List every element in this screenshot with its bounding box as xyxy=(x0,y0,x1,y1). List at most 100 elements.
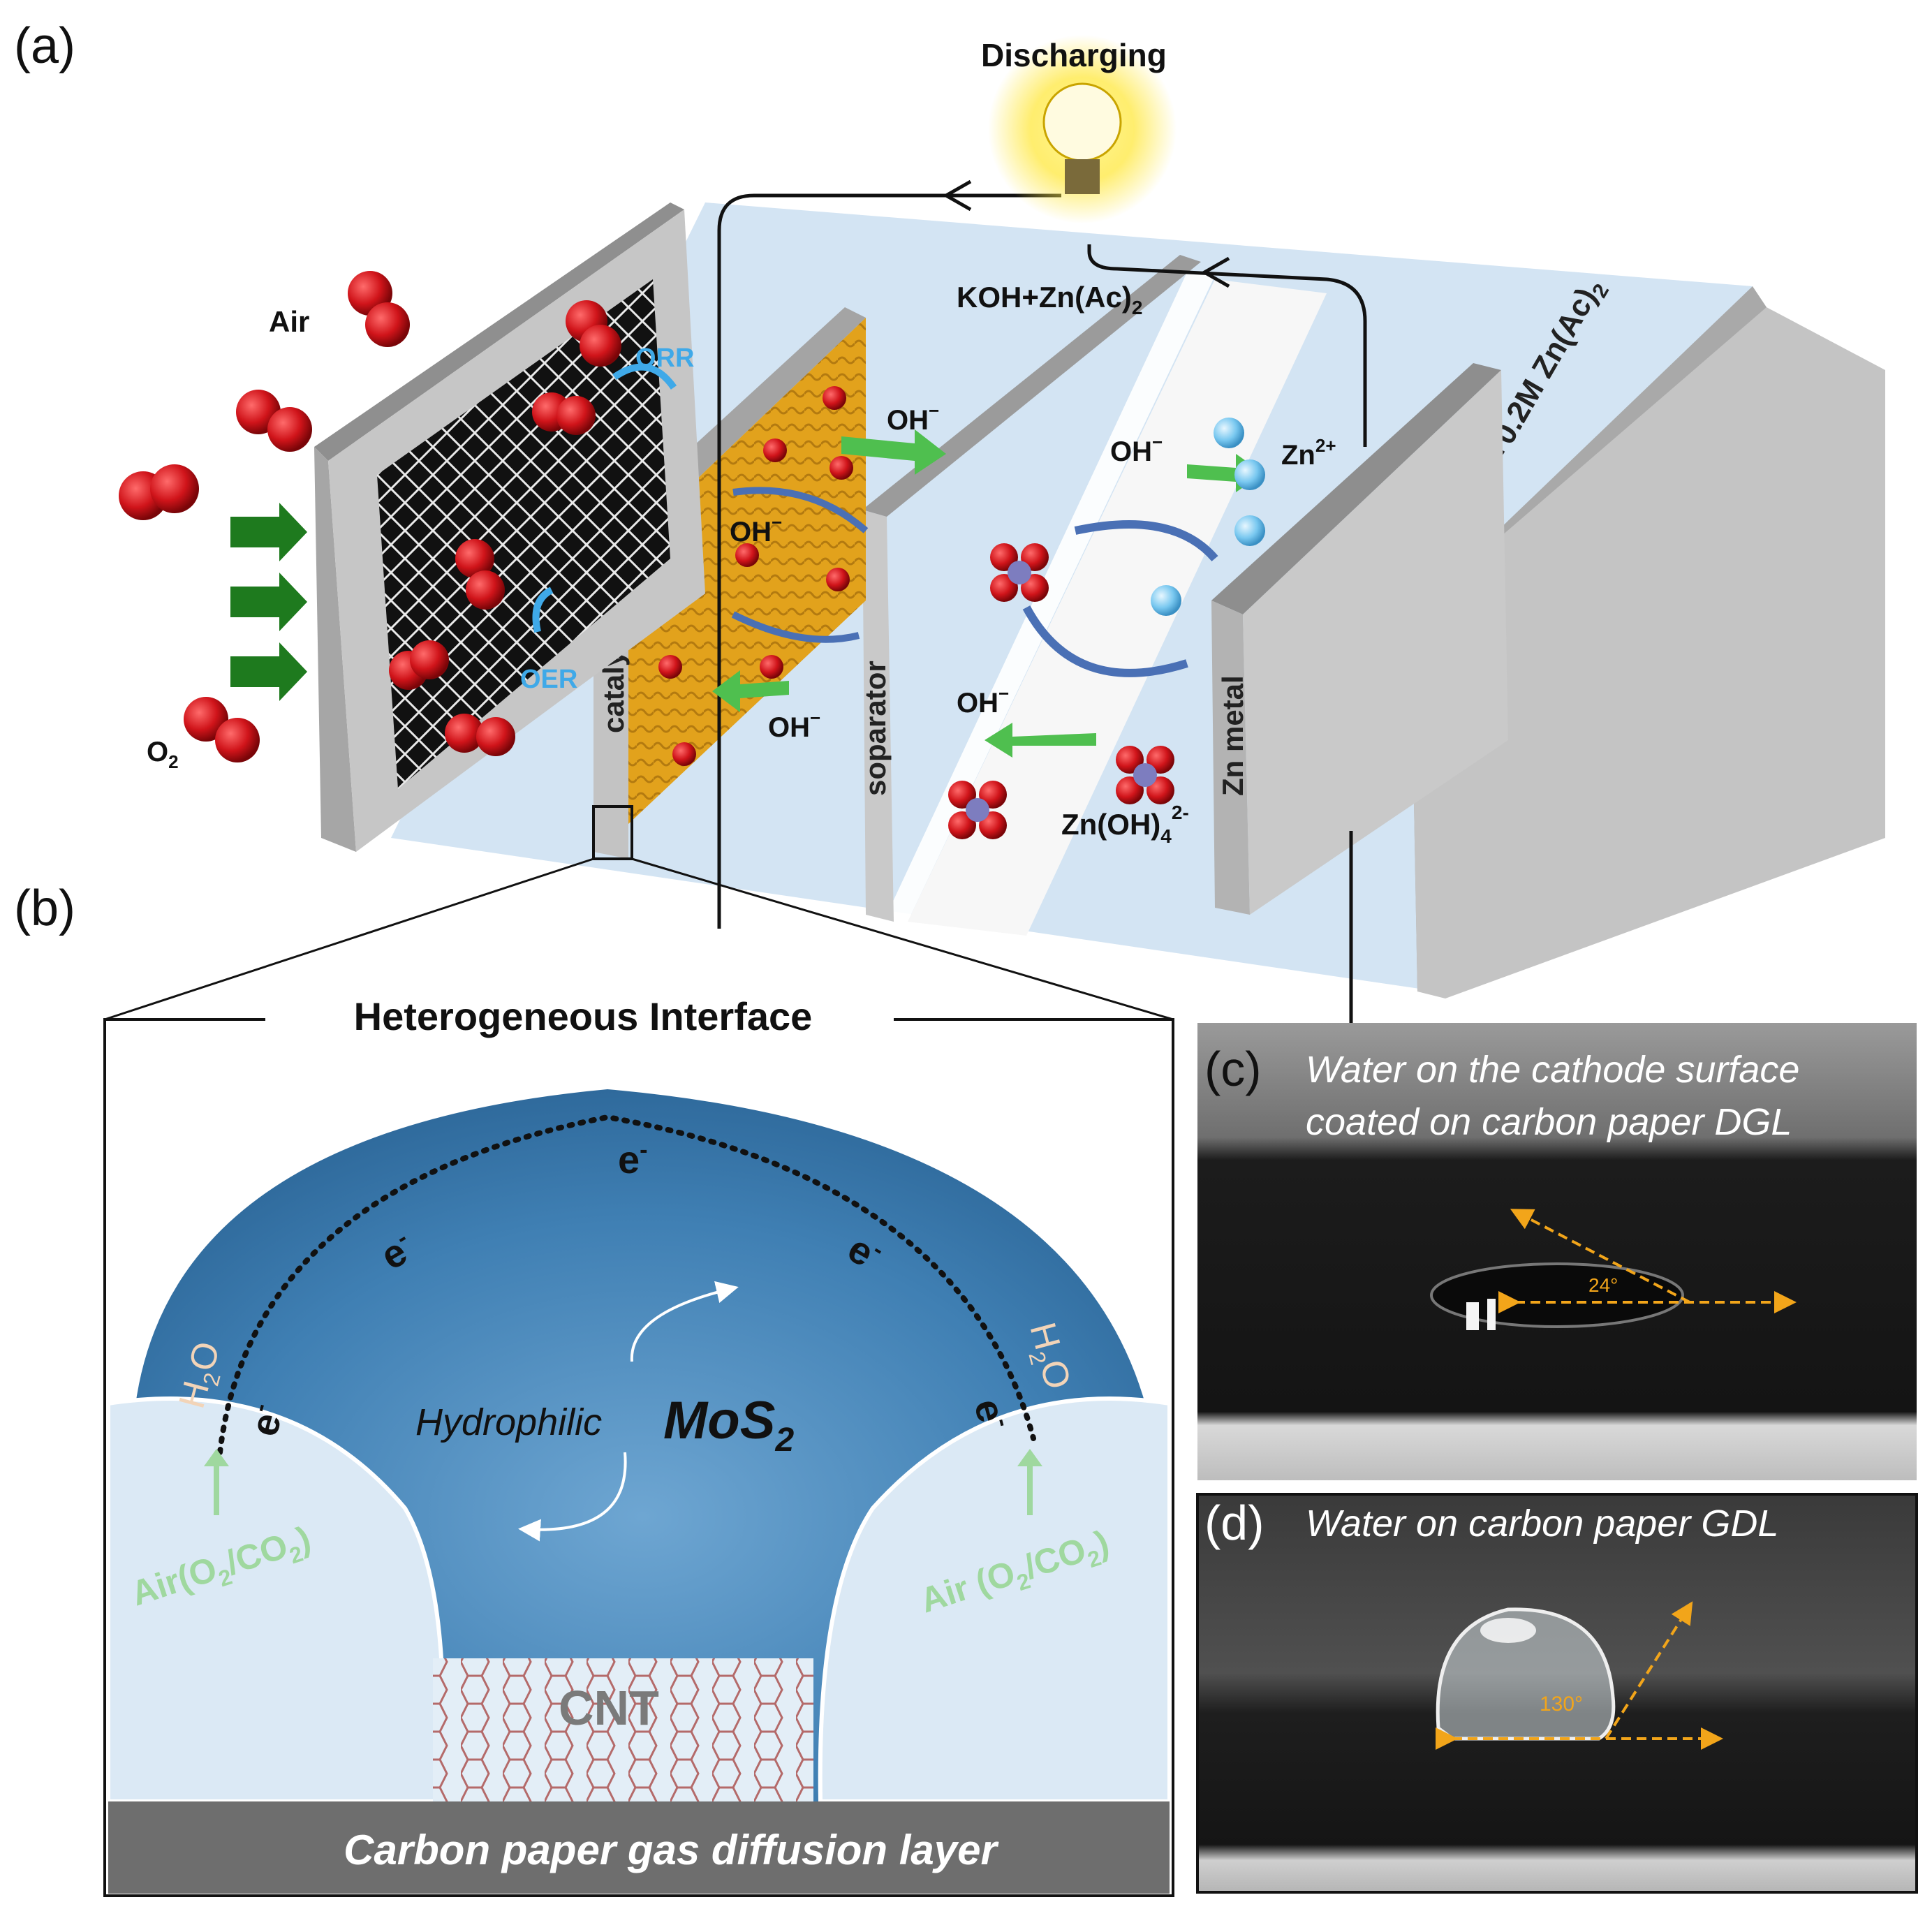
o2-label: O2 xyxy=(147,737,179,772)
zn2-label: Zn2+ xyxy=(1281,435,1336,471)
oxygen-atom xyxy=(556,396,596,435)
green-arrow xyxy=(230,573,307,631)
oxygen-atom xyxy=(410,640,449,679)
oh-arrow-right-1 xyxy=(841,429,946,475)
separator-label: soparator xyxy=(859,661,892,796)
zoom-box xyxy=(592,805,633,860)
droplet-c-reflection xyxy=(1466,1302,1479,1330)
oxygen-atom xyxy=(826,568,850,591)
air-arrow-left-head xyxy=(204,1449,229,1466)
tangent-line-c xyxy=(1510,1209,1690,1304)
zn-ion xyxy=(1234,459,1265,490)
separator-plate-top xyxy=(862,255,1201,517)
carbon-paper-layer xyxy=(108,1801,1170,1894)
zincate-cycle-arrow-bottom xyxy=(1022,605,1188,677)
oxygen-atom xyxy=(580,325,621,367)
panel-a: (a) 6M KOH+0.2M Zn(Ac)2 Zn metal soparat… xyxy=(14,18,1885,1117)
oh-label-2: OH− xyxy=(768,707,820,743)
air-plate-side xyxy=(314,202,684,461)
angle-label-d: 130° xyxy=(1540,1693,1583,1716)
panel-d: 130° (d) Water on carbon paper GDL xyxy=(1196,1493,1918,1894)
zn-metal-label: Zn metal xyxy=(1216,675,1249,796)
oh-label-4: OH− xyxy=(957,683,1009,718)
o2-molecules xyxy=(119,271,621,762)
oxygen-atom xyxy=(735,543,759,567)
oh-label-1: OH− xyxy=(887,400,939,436)
zn-plate-side xyxy=(1211,363,1501,614)
oxygen-atom xyxy=(267,407,312,452)
panel-b: (b) Heterogeneous Interface CNT Carbon p… xyxy=(14,857,1174,1897)
panel-a-letter: (a) xyxy=(14,18,75,74)
white-curl-arrow-down xyxy=(518,1452,627,1542)
zoom-line-right xyxy=(631,857,1174,1021)
green-arrow xyxy=(230,503,307,561)
air-mesh xyxy=(377,279,670,789)
droplet-d xyxy=(1436,1607,1616,1741)
zoom-line-left xyxy=(104,857,594,1021)
oh-arrow-left-2 xyxy=(985,723,1096,758)
electrolyte-top-label: KOH+Zn(Ac)2 xyxy=(957,281,1142,318)
air-label: Air xyxy=(269,305,309,338)
catalyst-cycle-arrow-top xyxy=(732,487,869,533)
oxygen-atom xyxy=(445,714,484,753)
orr-label: ORR xyxy=(635,344,694,373)
photo-c xyxy=(1197,1023,1917,1480)
separator-region xyxy=(887,272,1215,922)
oxygen-atom xyxy=(365,302,410,347)
zinc-atom xyxy=(1133,763,1157,787)
title-knockout xyxy=(265,998,894,1040)
oh-catalyst-label: OH− xyxy=(730,512,782,547)
carbon-paper-label: Carbon paper gas diffusion layer xyxy=(344,1827,999,1873)
electron-path xyxy=(217,1114,1036,1455)
bulb-glass xyxy=(1042,82,1122,162)
oh-arrow-left-1 xyxy=(712,670,789,712)
oer-label: OER xyxy=(520,665,577,694)
circuit-wire xyxy=(717,193,1367,1117)
panel-c-caption-line1: Water on the cathode surface xyxy=(1306,1049,1799,1091)
panel-b-letter: (b) xyxy=(14,880,75,936)
air-arrow-right-head xyxy=(1017,1449,1042,1466)
zincate-ion xyxy=(990,543,1049,602)
air-inflow-arrows xyxy=(230,503,307,701)
oxygen-atom xyxy=(184,697,228,742)
catalyst-oxygen-dots xyxy=(658,386,853,766)
oxygen-atom xyxy=(760,655,783,679)
oxygen-atom xyxy=(672,742,696,766)
droplet-d-highlight xyxy=(1480,1618,1536,1643)
separator-plate-front xyxy=(862,510,894,922)
orr-curved-arrow xyxy=(612,363,677,390)
wire-arrow-2 xyxy=(1200,256,1230,288)
oer-curved-arrow xyxy=(532,587,554,633)
zn-ion xyxy=(1214,418,1244,448)
oxygen-atom xyxy=(763,438,787,462)
oxygen-atom xyxy=(455,539,494,578)
tangent-line-d xyxy=(1605,1601,1693,1740)
oxygen-atom xyxy=(466,570,505,610)
zincate-cycle-arrow-top xyxy=(1074,520,1218,561)
zincate-ion xyxy=(948,781,1007,839)
angle-label-c: 24° xyxy=(1588,1274,1618,1296)
hydrophilic-label: Hydrophilic xyxy=(415,1401,602,1443)
oxygen-atom xyxy=(823,386,846,410)
mos2-label: MoS2 xyxy=(663,1391,794,1459)
zinc-atom xyxy=(966,798,989,822)
catalyst-layer xyxy=(628,318,866,824)
bulb-base xyxy=(1065,159,1100,194)
oxygen-atom xyxy=(829,456,853,480)
air-plate-front xyxy=(314,447,356,852)
panel-d-letter: (d) xyxy=(1204,1496,1264,1550)
panel-d-caption: Water on carbon paper GDL xyxy=(1306,1503,1778,1545)
zn-plate-front xyxy=(1211,600,1250,915)
green-arrow xyxy=(230,642,307,701)
cnt-block xyxy=(433,1658,813,1801)
wire-arrow-1 xyxy=(942,179,972,212)
zincate-ion xyxy=(1116,746,1174,804)
oh-label-3: OH− xyxy=(1110,432,1163,467)
end-plate-right-front xyxy=(1410,307,1885,998)
panel-c: 24° (c) Water on the cathode surface coa… xyxy=(1197,1023,1917,1480)
zn-ion xyxy=(1151,585,1181,616)
oxygen-atom xyxy=(658,655,682,679)
zn-ion xyxy=(1234,515,1265,546)
panel-b-title: Heterogeneous Interface xyxy=(354,994,813,1038)
